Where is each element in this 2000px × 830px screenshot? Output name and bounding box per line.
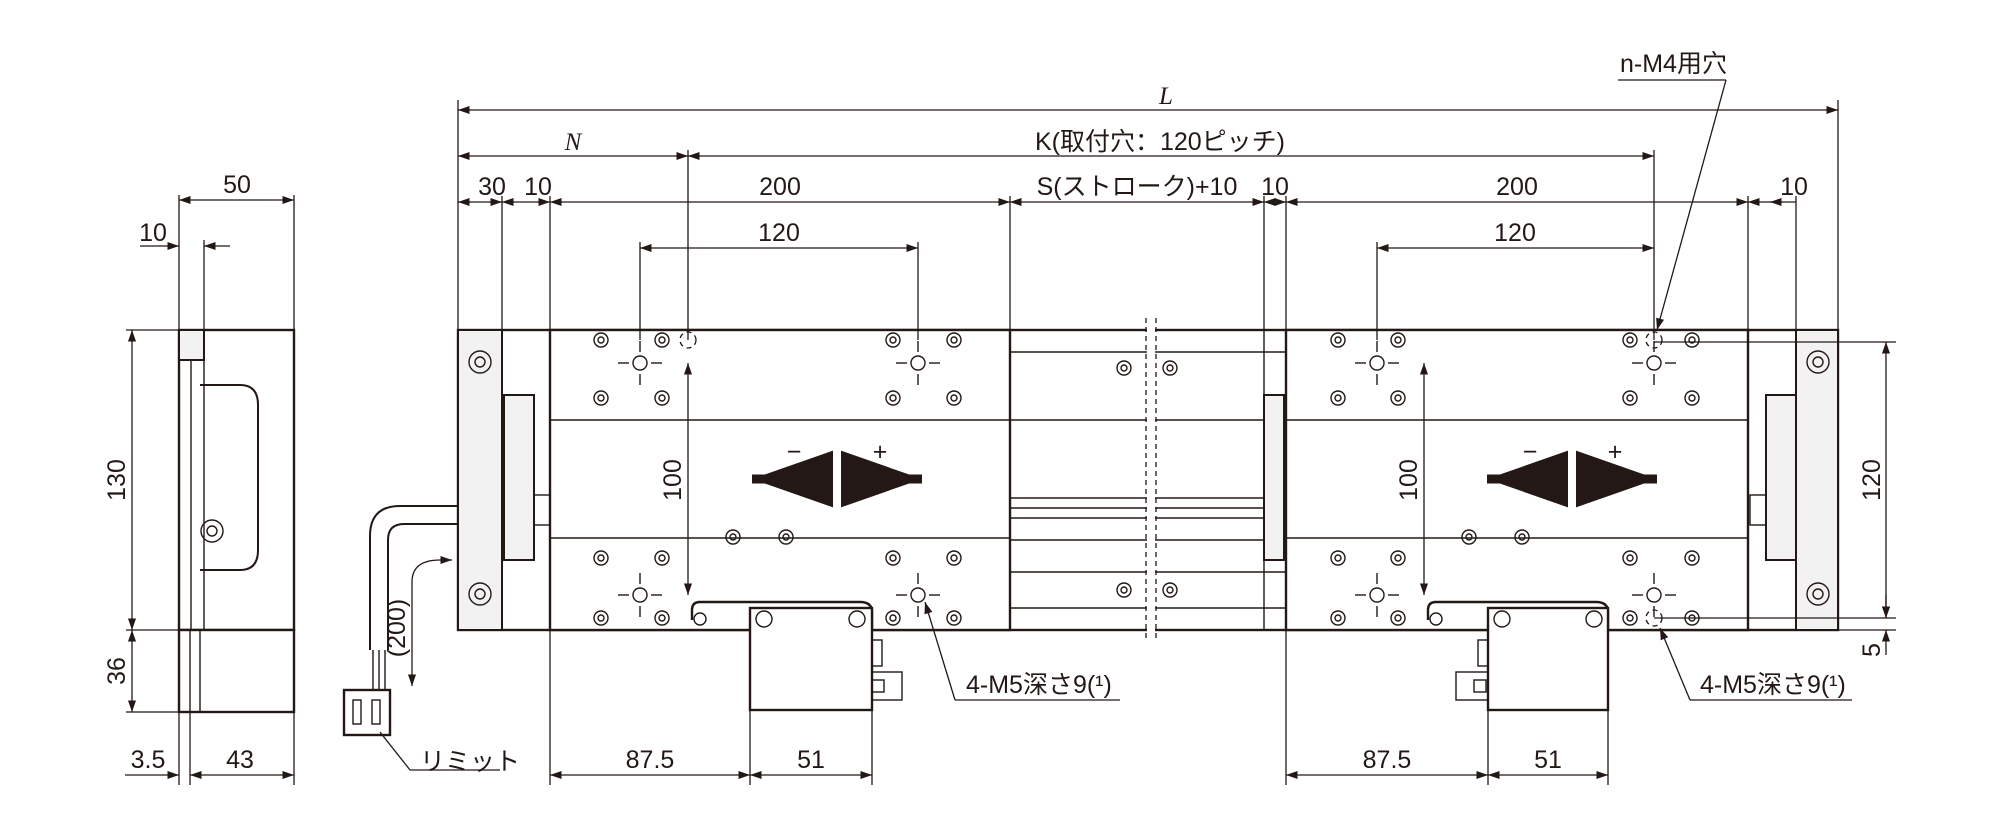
minus-label-left: − [787, 438, 802, 466]
dim-100b: 100 [1395, 459, 1423, 501]
dim-5: 5 [1858, 643, 1886, 657]
dim-120a: 120 [758, 219, 800, 247]
side-view [177, 328, 296, 714]
top-dims: L N K(取付穴：120ピッチ) 30 10 200 S(ストローク)+10 … [457, 83, 1896, 785]
dim-87b: 87.5 [1363, 746, 1412, 774]
dim-100a: 100 [659, 459, 687, 501]
plus-label-right: + [1608, 438, 1623, 466]
label-limit: リミット [420, 748, 520, 776]
limit-connector [342, 688, 392, 737]
dim-51b: 51 [1534, 746, 1562, 774]
dim-s36: 36 [103, 657, 131, 685]
callouts: n-M4用穴 4-M5深さ9(¹) 4-M5深さ9(¹) [924, 50, 1852, 701]
label-nm4: n-M4用穴 [1620, 50, 1727, 78]
dim-200a: 200 [759, 173, 801, 201]
dim-10b: 10 [1261, 173, 1289, 201]
right-sensor-box [1486, 606, 1610, 712]
dim-s43: 43 [226, 746, 254, 774]
dim-K: K(取付穴：120ピッチ) [1035, 128, 1285, 156]
dim-L: L [1158, 83, 1173, 110]
dim-10c: 10 [1780, 173, 1808, 201]
limit-cable: (200) リミット [342, 505, 520, 776]
dim-s35: 3.5 [131, 746, 166, 774]
minus-label-right: − [1523, 438, 1538, 466]
dim-cable: (200) [383, 599, 411, 657]
stage-top-view: − + − + [456, 318, 1840, 712]
dim-s10: 10 [139, 219, 167, 247]
dim-51a: 51 [797, 746, 825, 774]
left-sensor-box [748, 606, 874, 712]
label-m5-right: 4-M5深さ9(¹) [1700, 671, 1846, 699]
dim-N: N [564, 129, 583, 156]
dim-200b: 200 [1496, 173, 1538, 201]
dim-87a: 87.5 [626, 746, 675, 774]
dim-s50: 50 [223, 171, 251, 199]
dim-120r: 120 [1858, 459, 1886, 501]
label-m5-left: 4-M5深さ9(¹) [966, 671, 1112, 699]
plus-label-left: + [873, 438, 888, 466]
dim-30: 30 [478, 173, 506, 201]
dim-S: S(ストローク)+10 [1037, 173, 1238, 201]
dim-120b: 120 [1494, 219, 1536, 247]
side-dims: 50 10 130 36 3.5 43 [103, 171, 295, 785]
dim-10a: 10 [524, 173, 552, 201]
dim-s130: 130 [103, 459, 131, 501]
